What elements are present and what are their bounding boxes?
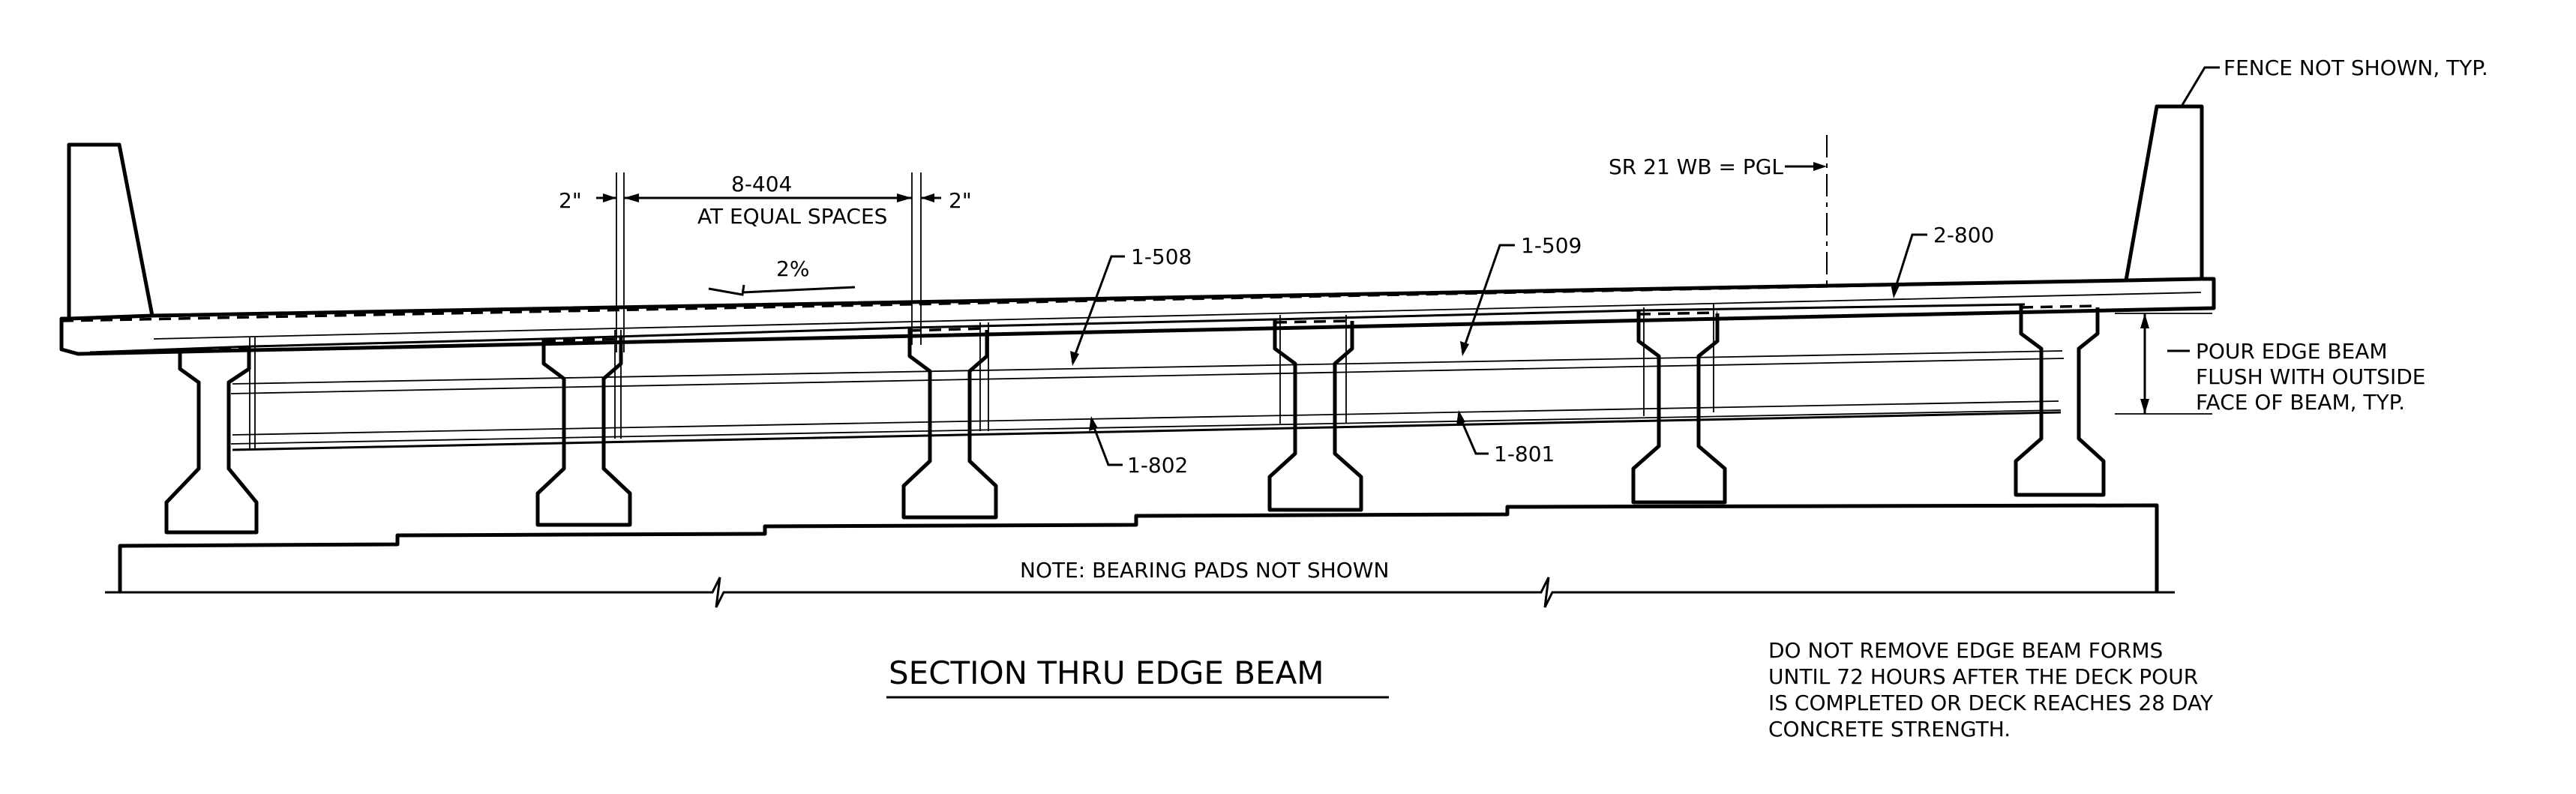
bearing-note: NOTE: BEARING PADS NOT SHOWN	[1020, 558, 1389, 583]
substructure	[118, 503, 2159, 592]
pour-note-line-3: FACE OF BEAM, TYP.	[2196, 390, 2405, 415]
slope-line	[742, 286, 856, 294]
pour-note-line-1: POUR EDGE BEAM	[2196, 339, 2388, 364]
girder-5	[1631, 310, 1727, 505]
spacing-label: 8-404	[731, 172, 792, 196]
bar-label-1-801: 1-801	[1494, 442, 1555, 466]
pgl-label: SR 21 WB = PGL	[1609, 154, 1783, 179]
equal-spaces-label: AT EQUAL SPACES	[697, 204, 887, 229]
bar-label-1-508: 1-508	[1131, 244, 1192, 269]
deck-slab	[59, 277, 2216, 356]
bar-label-1-802: 1-802	[1127, 453, 1188, 478]
deck-bottom-line	[61, 277, 2209, 322]
girder-6	[2014, 304, 2106, 497]
girders	[164, 304, 2106, 535]
form-note-line-2: UNTIL 72 HOURS AFTER THE DECK POUR	[1768, 664, 2198, 689]
pour-note-line-2: FLUSH WITH OUTSIDE	[2196, 364, 2425, 389]
two-inch-right: 2"	[949, 188, 972, 213]
bar-label-2-800: 2-800	[1933, 223, 1994, 247]
fence-note: FENCE NOT SHOWN, TYP.	[2224, 55, 2488, 80]
girder-1	[164, 346, 259, 535]
right-barrier	[2124, 104, 2204, 281]
bar-label-1-509: 1-509	[1521, 233, 1582, 258]
section-title: SECTION THRU EDGE BEAM	[889, 655, 1324, 691]
left-barrier	[67, 142, 154, 319]
break-line	[105, 577, 2175, 608]
leaders	[1070, 66, 2220, 466]
vertical-bars	[249, 304, 1714, 450]
spacing-dimension	[596, 172, 941, 352]
reinforcement-bars	[153, 292, 2202, 445]
slope-label: 2%	[776, 256, 809, 281]
two-inch-left: 2"	[559, 188, 582, 213]
girder-2	[535, 337, 632, 527]
form-note-line-4: CONCRETE STRENGTH.	[1768, 717, 2011, 742]
haunch-dashes	[179, 304, 2098, 352]
girder-3	[901, 328, 998, 520]
form-note-line-1: DO NOT REMOVE EDGE BEAM FORMS	[1768, 638, 2163, 663]
form-note-line-3: IS COMPLETED OR DECK REACHES 28 DAY	[1768, 691, 2214, 715]
girder-4	[1267, 319, 1363, 512]
edge-beam-bottom	[232, 411, 2062, 451]
